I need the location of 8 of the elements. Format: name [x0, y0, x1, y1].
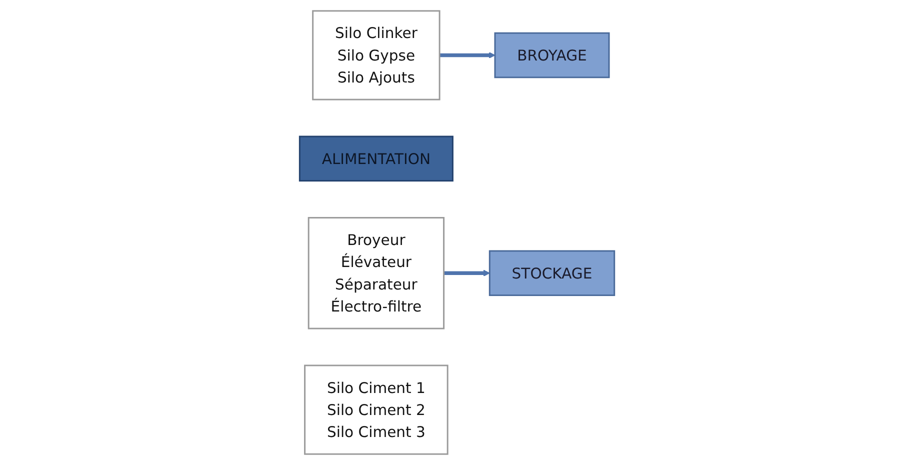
node-box: STOCKAGE	[488, 250, 616, 296]
node-box: ALIMENTATION	[298, 136, 454, 182]
node-box: Silo Clinker Silo Gypse Silo Ajouts	[312, 10, 440, 100]
node-box: Silo Ciment 1 Silo Ciment 2 Silo Ciment 3	[304, 364, 448, 455]
arrow	[440, 52, 496, 58]
node-box: BROYAGE	[494, 32, 610, 78]
node-box: Broyeur Élévateur Séparateur Électro-filtre	[308, 216, 444, 330]
arrow	[444, 270, 490, 276]
